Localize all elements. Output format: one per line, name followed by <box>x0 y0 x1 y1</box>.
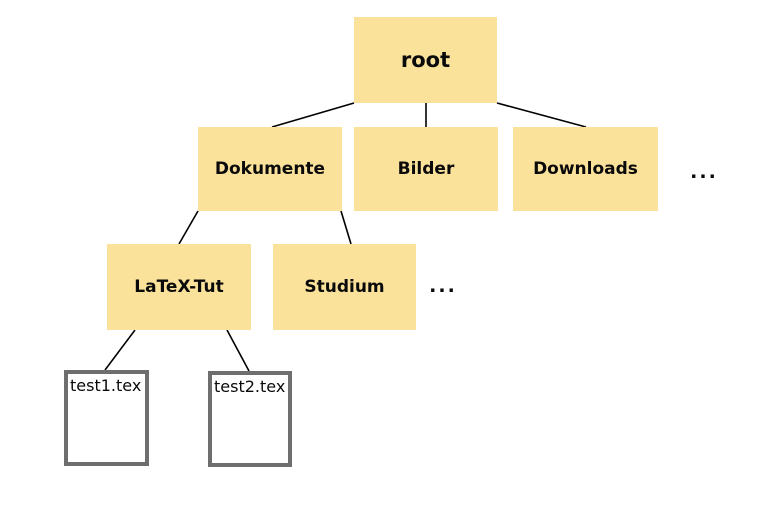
node-label: Bilder <box>397 159 455 179</box>
node-label: Dokumente <box>214 159 326 179</box>
node-label: Studium <box>304 277 385 297</box>
node-downloads: Downloads <box>513 127 658 211</box>
file-label: test1.tex <box>70 376 142 395</box>
node-dokumente: Dokumente <box>198 127 342 211</box>
node-label: root <box>400 48 451 72</box>
edge-root-downloads <box>496 102 587 128</box>
node-bilder: Bilder <box>354 127 498 211</box>
node-root: root <box>354 17 497 103</box>
ellipsis-label: ... <box>690 161 718 183</box>
node-studium: Studium <box>273 244 416 330</box>
ellipsis-level3: ... <box>420 272 466 300</box>
edge-dokumente-studium <box>340 210 352 245</box>
file-node-test2: test2.tex <box>208 371 292 467</box>
edge-latex-tut-test1 <box>104 329 136 371</box>
node-label: LaTeX-Tut <box>134 277 224 297</box>
edge-dokumente-latex-tut <box>178 210 199 245</box>
edge-root-dokumente <box>271 102 355 128</box>
node-label: Downloads <box>533 159 638 179</box>
ellipsis-level2: ... <box>681 158 727 186</box>
file-node-test1: test1.tex <box>64 370 149 466</box>
file-label: test2.tex <box>214 377 286 396</box>
ellipsis-label: ... <box>429 275 457 297</box>
edge-latex-tut-test2 <box>226 329 250 372</box>
node-latex-tut: LaTeX-Tut <box>107 244 251 330</box>
